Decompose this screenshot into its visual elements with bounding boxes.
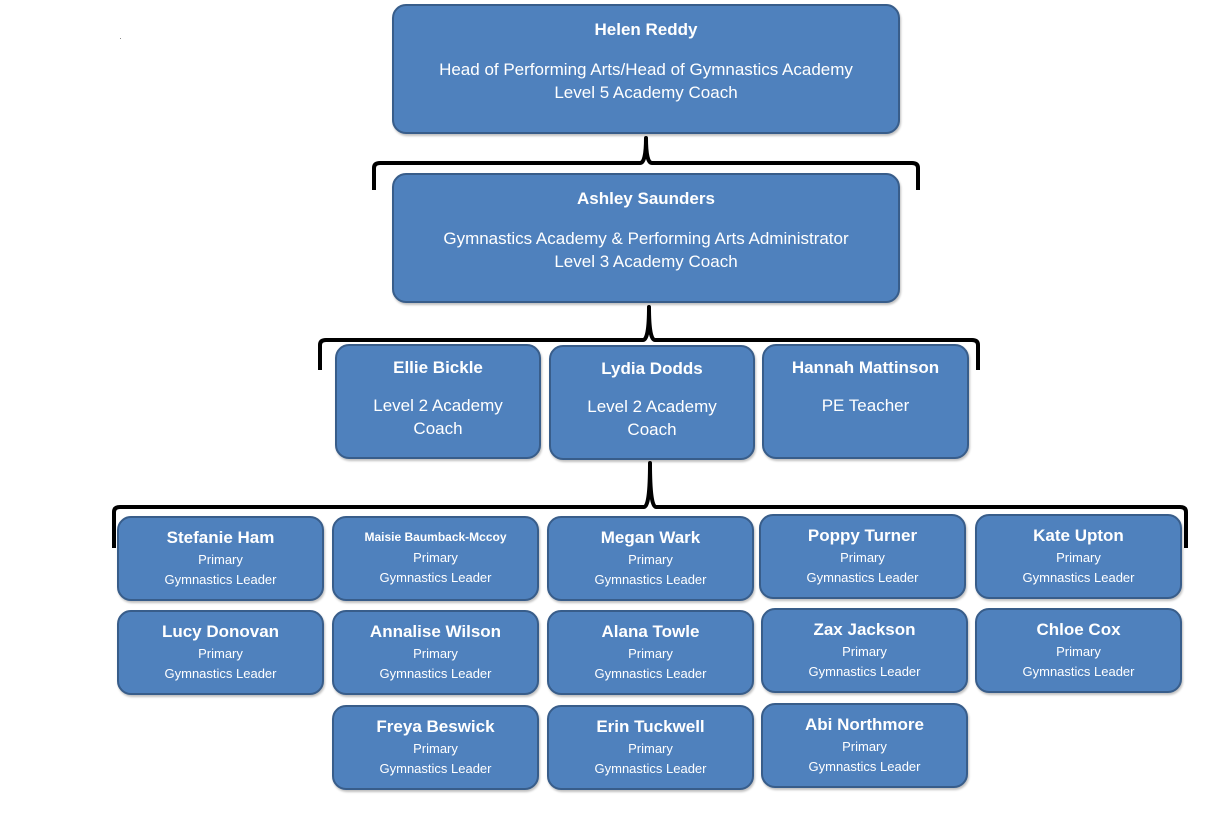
leader-role-cont: Gymnastics Leader (806, 570, 919, 585)
node-administrator: Ashley Saunders Gymnastics Academy & Per… (392, 173, 900, 303)
node-level: Level 5 Academy Coach (554, 83, 738, 102)
leader-name: Megan Wark (600, 528, 701, 547)
leader-name: Lucy Donovan (161, 622, 280, 641)
leader-role-cont: Gymnastics Leader (808, 759, 921, 774)
leader-node: Alana Towle Primary Gymnastics Leader (547, 610, 754, 695)
brace-level-1 (372, 136, 920, 190)
leader-node: Poppy Turner Primary Gymnastics Leader (759, 514, 966, 599)
leader-name: Freya Beswick (376, 717, 495, 736)
node-head-of-academy: Helen Reddy Head of Performing Arts/Head… (392, 4, 900, 134)
leader-node: Stefanie Ham Primary Gymnastics Leader (117, 516, 324, 601)
node-coach-lydia: Lydia Dodds Level 2 Academy Coach (549, 345, 755, 460)
leader-role-cont: Gymnastics Leader (594, 666, 707, 681)
node-name: Helen Reddy (594, 20, 698, 39)
leader-node: Abi Northmore Primary Gymnastics Leader (761, 703, 968, 788)
leader-role: Primary (840, 550, 885, 565)
leader-role-cont: Gymnastics Leader (379, 666, 492, 681)
leader-role-cont: Gymnastics Leader (594, 761, 707, 776)
leader-role: Primary (842, 739, 887, 754)
leader-node: Maisie Baumback-Mccoy Primary Gymnastics… (332, 516, 539, 601)
brace-level-2 (318, 305, 980, 370)
leader-role: Primary (198, 552, 243, 567)
leader-name: Poppy Turner (807, 526, 918, 545)
leader-node: Erin Tuckwell Primary Gymnastics Leader (547, 705, 754, 790)
leader-role-cont: Gymnastics Leader (594, 572, 707, 587)
leader-name: Alana Towle (601, 622, 700, 641)
node-pe-teacher: Hannah Mattinson PE Teacher (762, 344, 969, 459)
leader-name: Erin Tuckwell (596, 717, 705, 736)
leader-name: Kate Upton (1033, 526, 1124, 545)
node-coach-ellie: Ellie Bickle Level 2 Academy Coach (335, 344, 541, 459)
leader-node: Chloe Cox Primary Gymnastics Leader (975, 608, 1182, 693)
leader-role-cont: Gymnastics Leader (164, 666, 277, 681)
node-name: Hannah Mattinson (791, 358, 940, 377)
leader-node: Kate Upton Primary Gymnastics Leader (975, 514, 1182, 599)
node-role: Gymnastics Academy & Performing Arts Adm… (443, 229, 849, 248)
node-role: Head of Performing Arts/Head of Gymnasti… (439, 60, 853, 79)
leader-role-cont: Gymnastics Leader (808, 664, 921, 679)
leader-name: Stefanie Ham (166, 528, 275, 547)
leader-name: Abi Northmore (805, 715, 924, 734)
node-role: Level 2 Academy (373, 396, 503, 415)
leader-role: Primary (1056, 550, 1101, 565)
node-name: Ellie Bickle (393, 358, 483, 377)
node-role: Level 2 Academy (587, 397, 717, 416)
leader-role-cont: Gymnastics Leader (379, 761, 492, 776)
leader-role: Primary (198, 646, 243, 661)
leader-role-cont: Gymnastics Leader (379, 570, 492, 585)
leader-name: Annalise Wilson (369, 622, 502, 641)
leader-role: Primary (628, 646, 673, 661)
leader-role: Primary (628, 552, 673, 567)
leader-role: Primary (413, 646, 458, 661)
leader-node: Annalise Wilson Primary Gymnastics Leade… (332, 610, 539, 695)
leader-role-cont: Gymnastics Leader (1022, 664, 1135, 679)
node-role: PE Teacher (821, 396, 910, 415)
leader-role: Primary (413, 741, 458, 756)
leader-node: Freya Beswick Primary Gymnastics Leader (332, 705, 539, 790)
leader-role: Primary (842, 644, 887, 659)
leader-node: Zax Jackson Primary Gymnastics Leader (761, 608, 968, 693)
node-level: Level 3 Academy Coach (554, 252, 738, 271)
leader-role-cont: Gymnastics Leader (1022, 570, 1135, 585)
node-role-cont: Coach (413, 419, 463, 438)
node-name: Ashley Saunders (577, 189, 715, 208)
leader-name: Maisie Baumback-Mccoy (364, 530, 507, 544)
leader-name: Chloe Cox (1036, 620, 1121, 639)
leader-role: Primary (413, 550, 458, 565)
node-name: Lydia Dodds (601, 359, 703, 378)
leader-node: Megan Wark Primary Gymnastics Leader (547, 516, 754, 601)
stray-dot (120, 38, 121, 39)
leader-name: Zax Jackson (813, 620, 916, 639)
leader-node: Lucy Donovan Primary Gymnastics Leader (117, 610, 324, 695)
leader-role-cont: Gymnastics Leader (164, 572, 277, 587)
node-role-cont: Coach (627, 420, 677, 439)
leader-role: Primary (1056, 644, 1101, 659)
brace-level-3 (112, 461, 1188, 548)
leader-role: Primary (628, 741, 673, 756)
